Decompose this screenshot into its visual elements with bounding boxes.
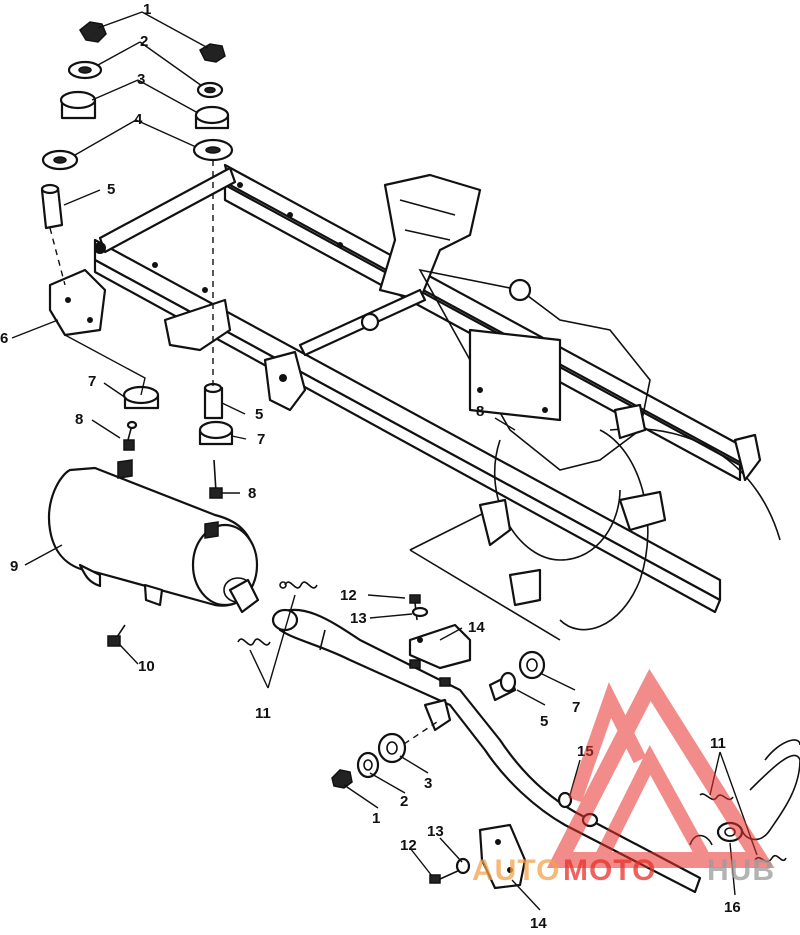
watermark-text-moto: MOTO: [563, 854, 656, 887]
callout-2-top: 2: [140, 33, 148, 50]
callout-7-left: 7: [88, 373, 96, 390]
spring-11-b: [237, 638, 271, 646]
callout-14-upper: 14: [468, 619, 485, 636]
callout-11-port: 11: [710, 735, 726, 752]
callout-11-pipe: 11: [255, 705, 271, 722]
callout-1-top: 1: [143, 1, 151, 18]
callout-12-lower: 12: [400, 837, 417, 854]
callout-6: 6: [0, 330, 8, 347]
bolt-12-lower: [429, 869, 461, 884]
bracket-14-lower: [478, 823, 527, 890]
watermark-logo: [546, 668, 775, 868]
callout-3-lower: 3: [424, 775, 432, 792]
callout-4-top: 4: [134, 111, 143, 128]
watermark-text-hub: HUB: [707, 854, 775, 887]
callout-9: 9: [10, 558, 18, 575]
spacer-5-pipe: [488, 671, 517, 702]
callout-16: 16: [724, 899, 741, 916]
callout-3-top: 3: [137, 71, 145, 88]
watermark-triangle-icon: [546, 668, 775, 868]
washer-13-upper: [411, 606, 429, 618]
engine-exhaust-port: [741, 739, 800, 841]
callout-5-left: 5: [107, 181, 115, 198]
washer-13-lower: [455, 857, 471, 875]
callout-8-frame: 8: [476, 403, 484, 420]
callout-7-pipe: 7: [572, 699, 580, 716]
callout-10: 10: [138, 658, 155, 675]
pipe-hanger-tab: [423, 698, 452, 732]
callout-5-center: 5: [255, 406, 263, 423]
lower-stack: [331, 732, 407, 789]
alignment-line-left: [49, 227, 66, 286]
callout-5-pipe: 5: [540, 713, 548, 730]
exhaust-pipe: [271, 608, 702, 894]
center-mount-stack: [192, 43, 234, 499]
callout-13-upper: 13: [350, 610, 367, 627]
watermark-text: AUTO MOTO HUB: [472, 854, 775, 887]
callout-labels: 1 2 3 4 5 6 7 8 5 7 8 8 9 10 11 12 13 14…: [0, 1, 741, 932]
left-mount-stack: [40, 21, 160, 451]
callout-14-lower: 14: [530, 915, 547, 932]
vehicle-frame: [93, 163, 781, 641]
callout-2-lower: 2: [400, 793, 408, 810]
leader-lines: [11, 11, 758, 911]
callout-7-center: 7: [257, 431, 265, 448]
watermark-text-auto: AUTO: [472, 854, 560, 887]
spring-11-a: [279, 581, 318, 589]
muffler: [47, 459, 260, 614]
callout-13-lower: 13: [427, 823, 444, 840]
grommet-7-pipe: [518, 650, 546, 680]
callout-1-lower: 1: [372, 810, 380, 827]
bolt-10: [107, 624, 126, 647]
bracket-14-upper: [408, 623, 472, 687]
callout-12-upper: 12: [340, 587, 357, 604]
callout-8-center: 8: [248, 485, 256, 502]
callout-8-left: 8: [75, 411, 83, 428]
